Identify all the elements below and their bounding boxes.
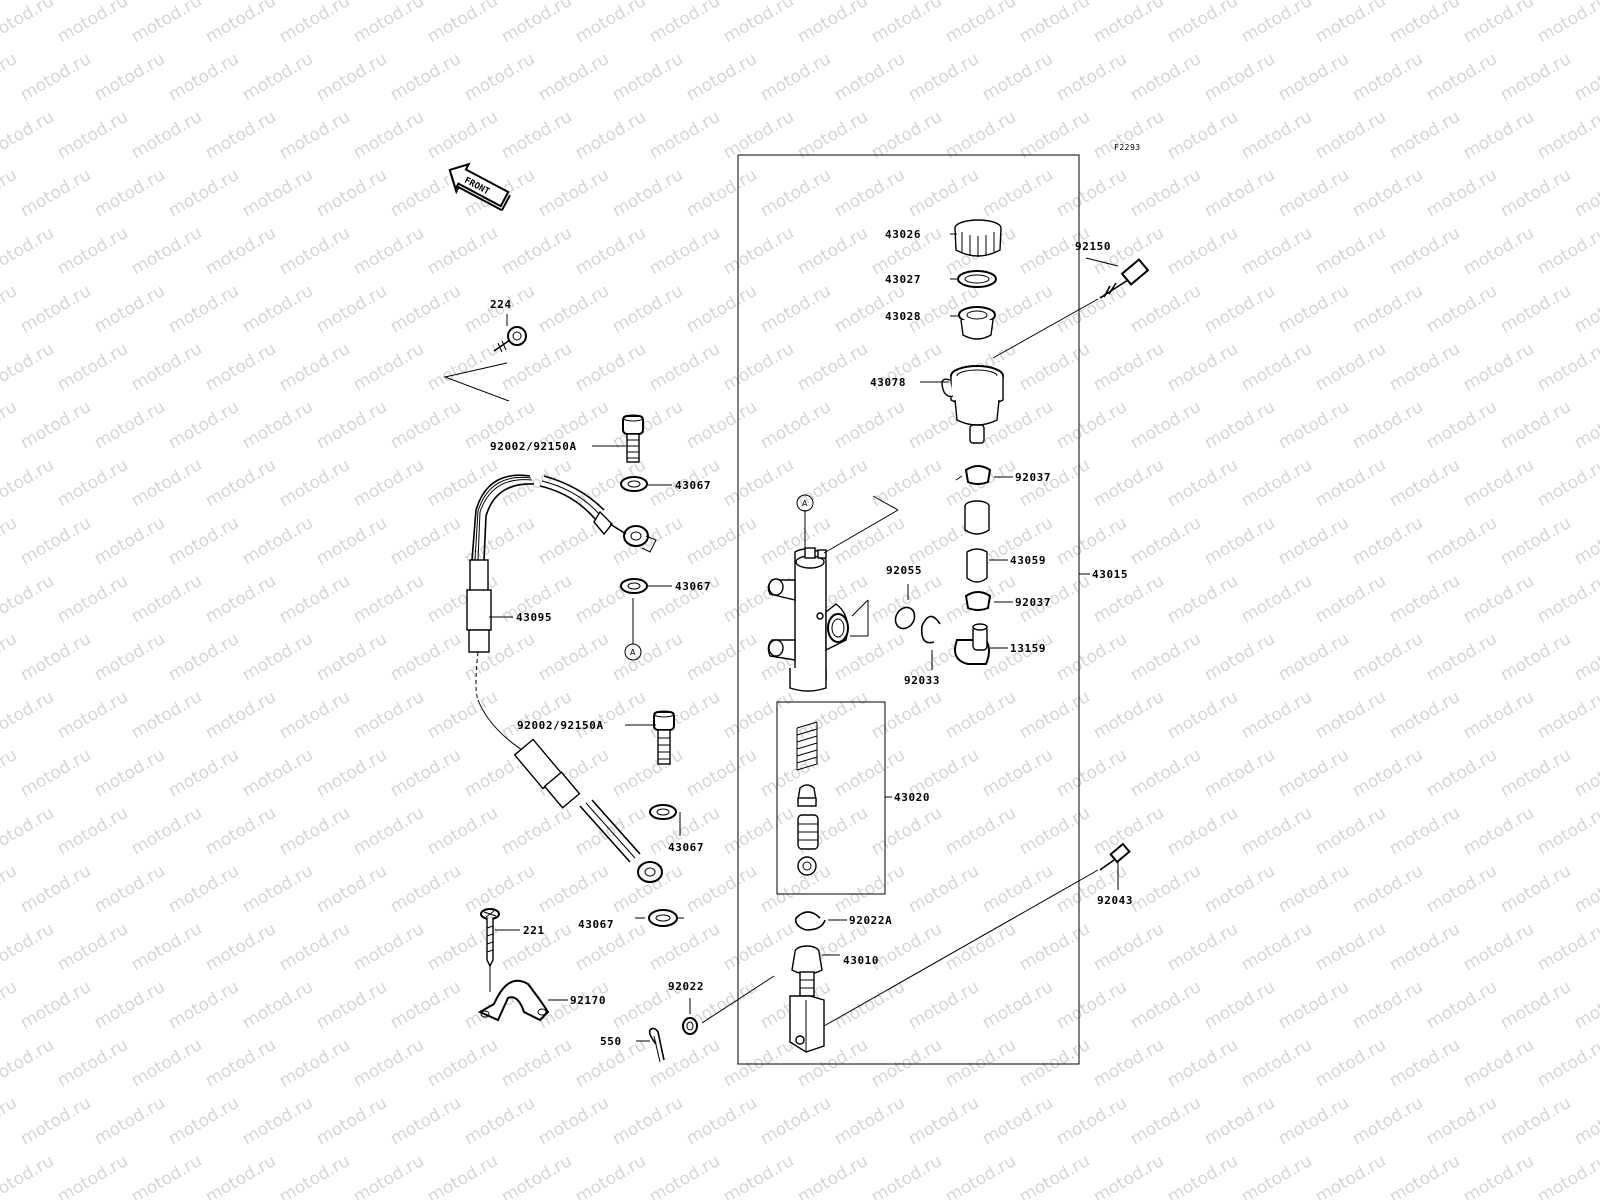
hose-clamp-92170 bbox=[477, 979, 568, 1022]
label-92043: 92043 bbox=[1097, 894, 1133, 907]
label-92002-92150a-lower: 92002/92150A bbox=[517, 719, 604, 732]
screw-221 bbox=[480, 908, 520, 992]
cotter-pin-550 bbox=[636, 1027, 665, 1063]
label-43067-1: 43067 bbox=[675, 479, 711, 492]
master-cylinder-body bbox=[767, 495, 899, 692]
diaphragm-plate-43028 bbox=[950, 306, 996, 340]
label-43027: 43027 bbox=[885, 273, 921, 286]
label-92170: 92170 bbox=[570, 994, 606, 1007]
washer-43067-2 bbox=[620, 578, 672, 594]
bolt-92150 bbox=[992, 257, 1150, 359]
front-direction-arrow: FRONT bbox=[448, 162, 511, 212]
label-92055: 92055 bbox=[886, 564, 922, 577]
reservoir-43078 bbox=[920, 365, 1004, 444]
label-43059: 43059 bbox=[1010, 554, 1046, 567]
piston-kit-43020 bbox=[796, 721, 819, 876]
bolt-224 bbox=[443, 314, 527, 402]
hose-clip-92037-upper bbox=[955, 465, 1013, 485]
label-43067-3: 43067 bbox=[668, 841, 704, 854]
label-92002-92150a-upper: 92002/92150A bbox=[490, 440, 577, 453]
diagram-reference-code: F2293 bbox=[1114, 143, 1141, 152]
push-rod-43010 bbox=[701, 869, 1099, 1053]
elbow-fitting-13159 bbox=[954, 623, 1008, 665]
label-43067-2: 43067 bbox=[675, 580, 711, 593]
diaphragm-43027 bbox=[950, 270, 997, 288]
pin-92043 bbox=[1099, 842, 1131, 890]
washer-43067-1 bbox=[620, 476, 672, 492]
label-43010: 43010 bbox=[843, 954, 879, 967]
label-43026: 43026 bbox=[885, 228, 921, 241]
washer-43067-4 bbox=[635, 909, 684, 927]
label-224: 224 bbox=[490, 298, 512, 311]
label-92037-upper: 92037 bbox=[1015, 471, 1051, 484]
label-43095: 43095 bbox=[516, 611, 552, 624]
label-43020: 43020 bbox=[894, 791, 930, 804]
label-43028: 43028 bbox=[885, 310, 921, 323]
label-92033: 92033 bbox=[904, 674, 940, 687]
label-92022a: 92022A bbox=[849, 914, 892, 927]
label-43078: 43078 bbox=[870, 376, 906, 389]
hose-clip-92037-lower bbox=[964, 591, 1013, 611]
label-550: 550 bbox=[600, 1035, 622, 1048]
label-13159: 13159 bbox=[1010, 642, 1046, 655]
label-43015: 43015 bbox=[1092, 568, 1128, 581]
callout-marker-a-body: A bbox=[796, 494, 814, 512]
reservoir-cap-43026 bbox=[950, 219, 1002, 257]
svg-text:A: A bbox=[630, 648, 636, 657]
brake-hose-43095 bbox=[466, 474, 663, 883]
banjo-bolt-lower bbox=[625, 710, 675, 765]
banjo-bolt-upper bbox=[592, 414, 644, 463]
piston-kit-box-43020 bbox=[776, 701, 892, 895]
reservoir-hose-43059 bbox=[964, 500, 1008, 583]
o-ring-92055 bbox=[894, 584, 916, 630]
label-92150: 92150 bbox=[1075, 240, 1111, 253]
label-221: 221 bbox=[523, 924, 545, 937]
svg-text:A: A bbox=[802, 499, 808, 508]
washer-92022 bbox=[682, 998, 698, 1035]
callout-marker-a-hose: A bbox=[624, 598, 642, 661]
label-43067-4: 43067 bbox=[578, 918, 614, 931]
label-92022: 92022 bbox=[668, 980, 704, 993]
circlip-92033 bbox=[920, 615, 941, 670]
washer-43067-3 bbox=[649, 804, 681, 836]
circlip-92022a bbox=[794, 911, 847, 931]
label-92037-lower: 92037 bbox=[1015, 596, 1051, 609]
assembly-bracket-43015 bbox=[737, 154, 1090, 1065]
